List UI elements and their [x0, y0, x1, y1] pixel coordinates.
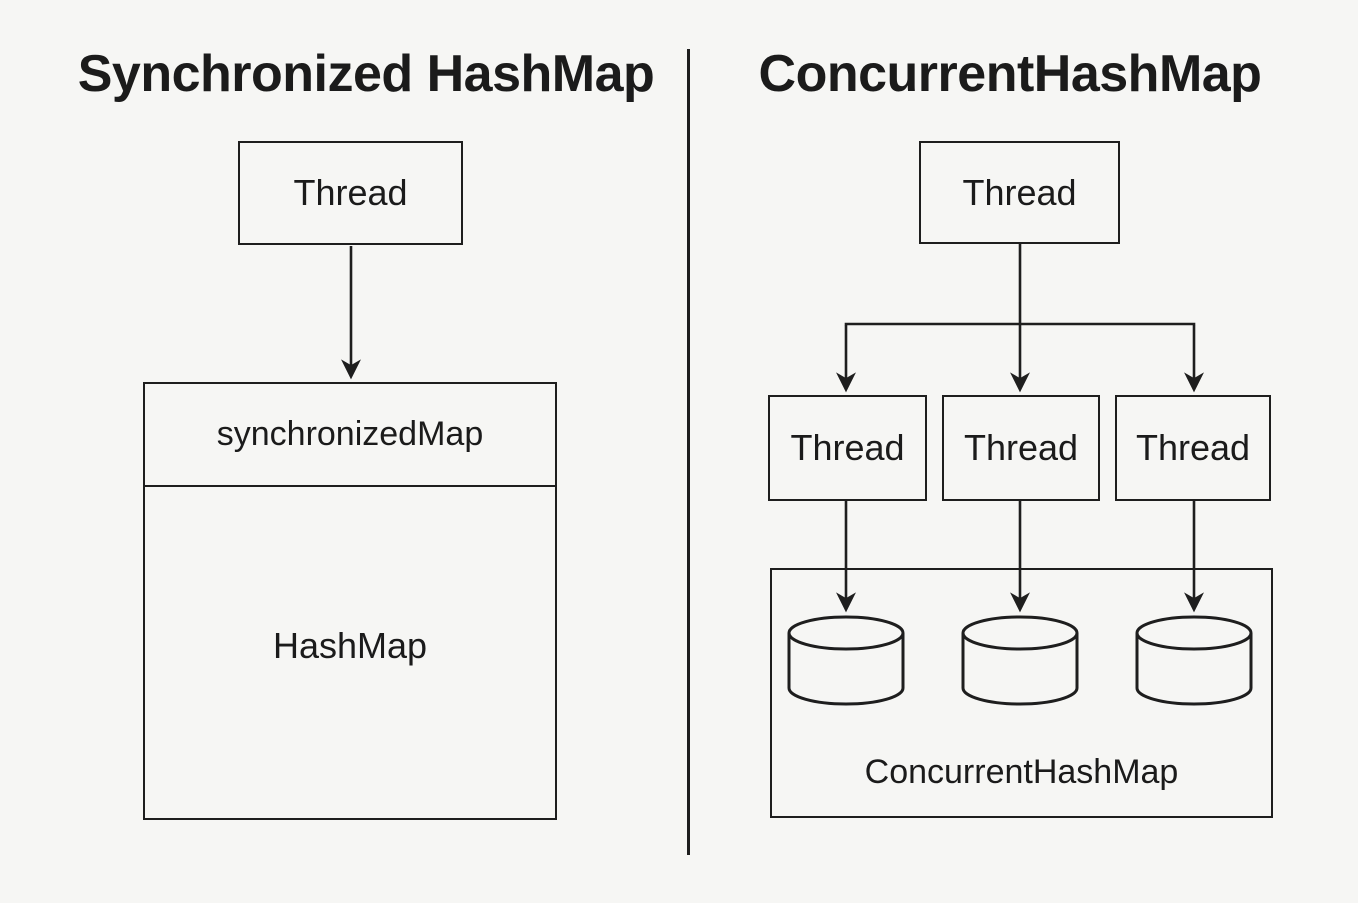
- right-thread-box: Thread: [919, 141, 1120, 244]
- left-thread-box: Thread: [238, 141, 463, 245]
- synchronized-map-box: synchronizedMap HashMap: [143, 382, 557, 820]
- right-panel-title: ConcurrentHashMap: [758, 45, 1262, 103]
- synchronized-map-header-label: synchronizedMap: [216, 415, 484, 453]
- left-panel-title: Synchronized HashMap: [77, 45, 655, 103]
- right-thread-label: Thread: [962, 171, 1077, 213]
- concurrent-hashmap-label: ConcurrentHashMap: [864, 753, 1179, 791]
- worker-thread-box-2: Thread: [942, 395, 1100, 501]
- synchronized-map-header: synchronizedMap: [145, 384, 555, 487]
- worker-thread-label-2: Thread: [963, 427, 1079, 468]
- left-thread-label: Thread: [293, 172, 408, 213]
- concurrent-hashmap-container: ConcurrentHashMap: [770, 568, 1273, 818]
- hashmap-label: HashMap: [272, 624, 428, 666]
- worker-thread-box-1: Thread: [768, 395, 927, 501]
- panel-divider: [687, 49, 690, 855]
- worker-thread-label-3: Thread: [1135, 427, 1251, 468]
- worker-thread-label-1: Thread: [790, 427, 905, 468]
- worker-thread-box-3: Thread: [1115, 395, 1271, 501]
- hashmap-body: HashMap: [145, 487, 555, 818]
